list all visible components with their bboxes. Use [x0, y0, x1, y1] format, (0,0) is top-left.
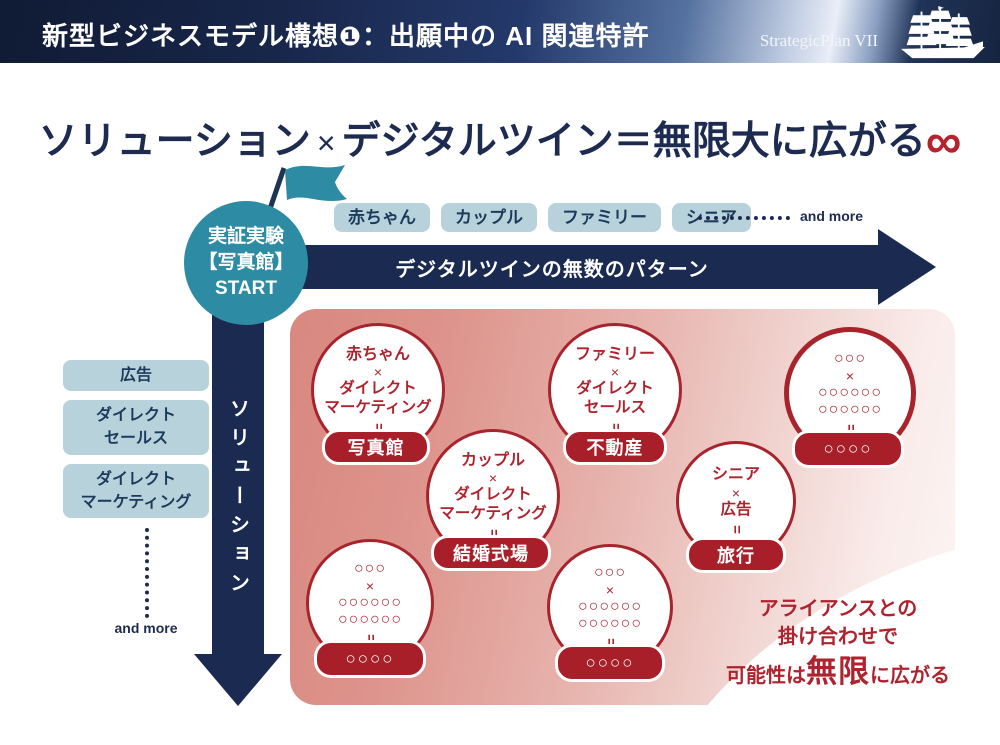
alliance-note-line3-post: に広がる	[870, 665, 950, 688]
placeholder-mid: ○○○○○○ ○○○○○○	[578, 597, 642, 633]
placeholder-mid: ○○○○○○ ○○○○○○	[338, 593, 402, 629]
tag-advertising: 広告	[63, 360, 209, 392]
combo-factor-top: ファミリー	[574, 345, 655, 363]
placeholder-result-2: ○○○○	[314, 640, 426, 678]
alliance-note-line2: 掛け合わせで	[778, 625, 898, 648]
result-label-wedding-hall: 結婚式場	[431, 535, 551, 571]
combo-factor-top: 赤ちゃん	[345, 345, 410, 363]
tag-baby: 赤ちゃん	[334, 203, 430, 233]
placeholder-mid: ○○○○○○ ○○○○○○	[818, 383, 882, 419]
vertical-dotted-line	[145, 528, 149, 618]
combo-factor-bottom: ダイレクト セールス	[576, 380, 654, 417]
brand-label: StrategicPlan VII	[759, 31, 878, 50]
placeholder-result-3: ○○○○	[555, 644, 665, 682]
experiment-line2: 【写真館】	[198, 251, 294, 273]
tag-couple: カップル	[441, 203, 537, 233]
digital-twin-arrowhead-icon	[878, 229, 936, 305]
placeholder-result-circles: ○○○○	[585, 653, 635, 673]
multiply-icon: ×	[373, 364, 383, 381]
result-label-travel: 旅行	[686, 537, 786, 573]
combo-factor-bottom: ダイレクト マーケティング	[324, 380, 432, 417]
multiply-icon: ×	[845, 367, 855, 384]
experiment-start-badge: 実証実験 【写真館】 START	[184, 201, 308, 325]
digital-twin-tag-row: 赤ちゃん カップル ファミリー シニア	[334, 203, 751, 233]
solution-tag-column: 広告 ダイレクト セールス ダイレクト マーケティング	[63, 360, 209, 518]
and-more-left-label: and more	[114, 620, 178, 636]
result-label-real-estate: 不動産	[563, 429, 667, 465]
infinity-icon: ∞	[925, 113, 962, 169]
main-title-solution: ソリューション	[38, 120, 311, 163]
combo-factor-top: シニア	[711, 466, 760, 484]
alliance-note: アライアンスとの 掛け合わせで 可能性は無限に広がる	[700, 596, 976, 694]
multiply-icon: ×	[610, 364, 620, 381]
digital-twin-arrow-label: デジタルツインの無数のパターン	[395, 258, 709, 281]
multiply-icon: ×	[731, 484, 741, 501]
multiply-icon: ×	[365, 577, 375, 594]
main-title: ソリューション×デジタルツイン＝無限大に広がる∞	[0, 110, 1000, 170]
tag-family: ファミリー	[548, 203, 661, 233]
digital-twin-arrow: デジタルツインの無数のパターン	[296, 245, 878, 289]
solution-arrow-label: ソリューション	[226, 397, 249, 601]
equals-icon: =	[727, 524, 745, 534]
result-label-photo-studio: 写真館	[322, 429, 430, 465]
tag-direct-marketing: ダイレクト マーケティング	[63, 463, 209, 518]
main-title-times: ×	[316, 125, 336, 161]
solution-arrowhead-icon	[194, 654, 282, 706]
placeholder-top: ○○○	[354, 559, 386, 577]
multiply-icon: ×	[605, 581, 615, 598]
placeholder-result-circles: ○○○○	[345, 649, 395, 669]
and-more-top-label: and more	[800, 208, 864, 224]
tag-direct-sales: ダイレクト セールス	[63, 400, 209, 455]
alliance-note-line1: アライアンスとの	[758, 598, 918, 620]
experiment-line1: 実証実験	[207, 225, 284, 247]
alliance-note-line3-pre: 可能性は	[726, 665, 806, 688]
placeholder-result-circles: ○○○○	[823, 439, 873, 459]
combo-factor-bottom: 広告	[720, 500, 752, 518]
combo-factor-top: カップル	[460, 451, 525, 469]
header-bar: 新型ビジネスモデル構想❶：出願中の AI 関連特許 StrategicPlan …	[0, 0, 1000, 63]
multiply-icon: ×	[488, 470, 498, 487]
placeholder-top: ○○○	[834, 349, 866, 367]
placeholder-top: ○○○	[594, 563, 626, 581]
main-title-digitaltwin: デジタルツイン＝無限大に広がる	[341, 120, 926, 163]
placeholder-result-1: ○○○○	[792, 430, 904, 468]
alliance-note-emphasis: 無限	[806, 654, 870, 690]
solution-arrow: ソリューション	[212, 298, 264, 654]
horizontal-dotted-line	[698, 216, 790, 220]
combo-factor-bottom: ダイレクト マーケティング	[439, 486, 547, 523]
ship-icon	[901, 6, 985, 59]
experiment-line3: START	[215, 278, 277, 300]
page-title: 新型ビジネスモデル構想❶：出願中の AI 関連特許	[42, 21, 650, 51]
